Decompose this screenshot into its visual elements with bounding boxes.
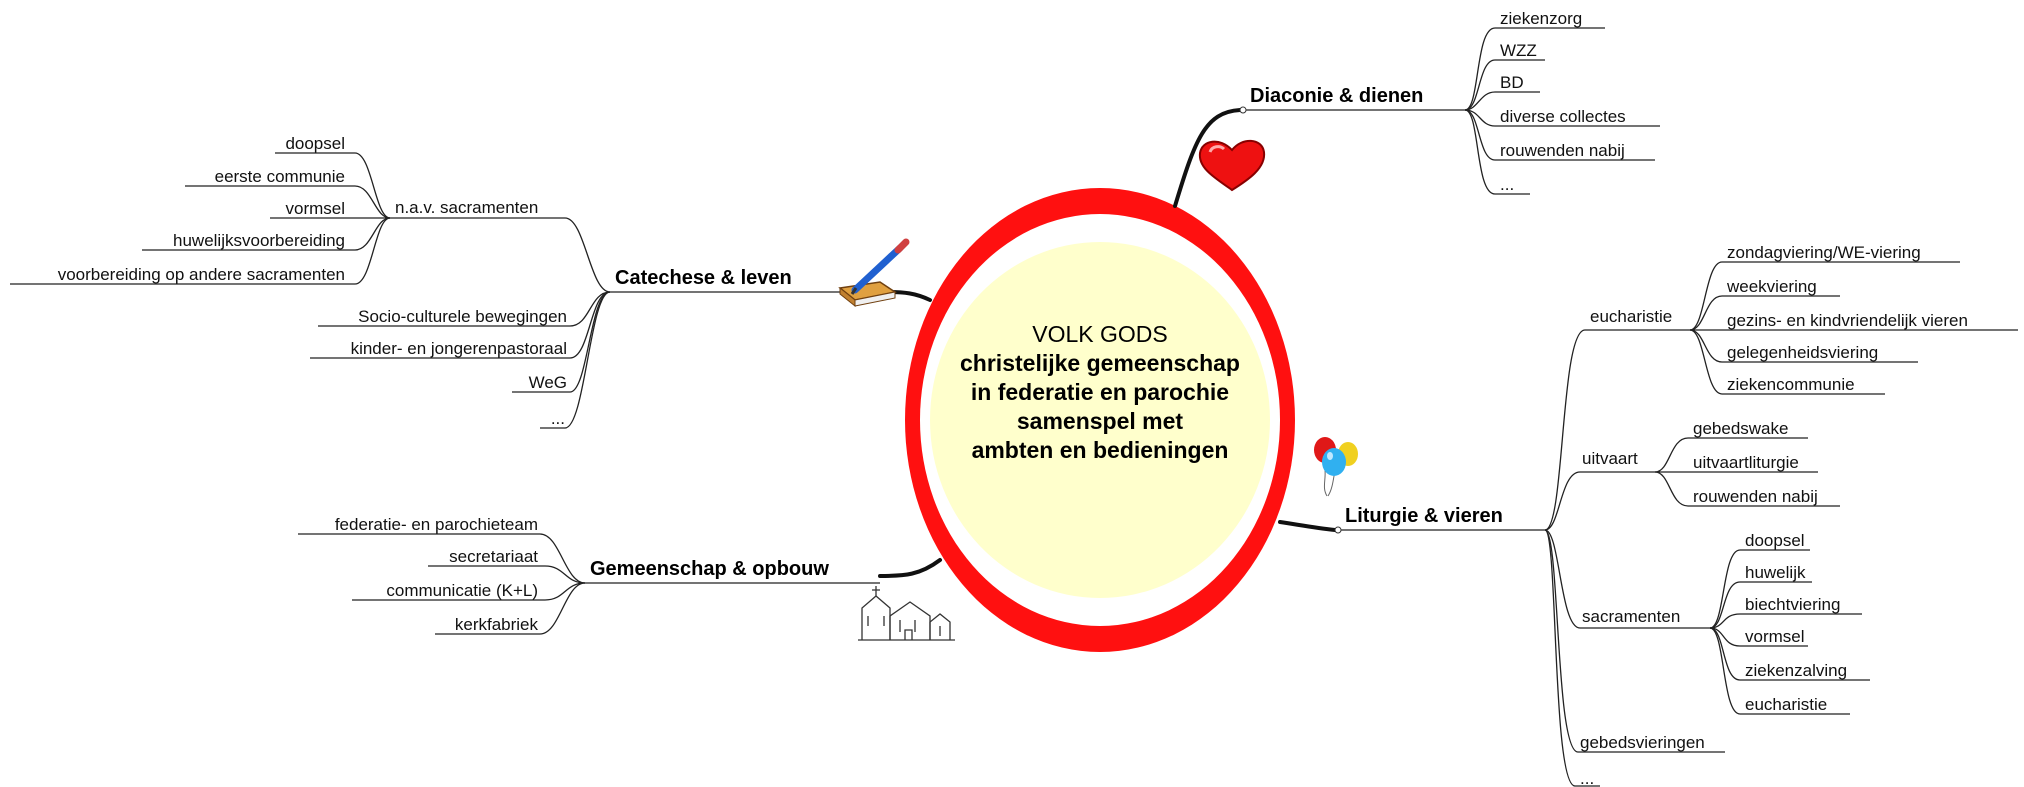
main-topic-gemeenschap[interactable]: Gemeenschap & opbouw — [590, 558, 829, 580]
eucharistie-item[interactable]: gezins- en kindvriendelijk vieren — [1727, 311, 1968, 330]
diaconie-item[interactable]: ... — [1500, 175, 1514, 194]
liturgie-sacrament-item[interactable]: ziekenzalving — [1745, 661, 1847, 680]
diaconie-item[interactable]: WZZ — [1500, 41, 1537, 60]
diaconie-item[interactable]: rouwenden nabij — [1500, 141, 1625, 160]
branch-liturgie: Liturgie & vieren eucharistie zondagvier… — [1334, 243, 2018, 787]
connector-gemeenschap — [878, 558, 942, 578]
connector-liturgie — [1278, 520, 1337, 532]
central-line-2: christelijke gemeenschap — [960, 350, 1240, 376]
eucharistie-item[interactable]: weekviering — [1726, 277, 1817, 296]
catechese-item[interactable]: kinder- en jongerenpastoraal — [351, 339, 567, 358]
nav-sacrament-item[interactable]: eerste communie — [215, 167, 345, 186]
main-topic-liturgie[interactable]: Liturgie & vieren — [1345, 505, 1503, 527]
liturgie-sacrament-item[interactable]: doopsel — [1745, 531, 1805, 550]
sub-topic-more[interactable]: ... — [1580, 769, 1594, 787]
diaconie-item[interactable]: BD — [1500, 73, 1524, 92]
catechese-item[interactable]: Socio-culturele bewegingen — [358, 307, 567, 326]
nav-sacrament-item[interactable]: voorbereiding op andere sacramenten — [58, 265, 345, 284]
sub-topic-nav-sacramenten[interactable]: n.a.v. sacramenten — [395, 198, 538, 217]
connector-diaconie — [1173, 108, 1242, 208]
eucharistie-item[interactable]: ziekencommunie — [1727, 375, 1855, 394]
diaconie-item[interactable]: ziekenzorg — [1500, 9, 1582, 28]
nav-sacrament-item[interactable]: vormsel — [285, 199, 345, 218]
catechese-item[interactable]: WeG — [529, 373, 567, 392]
nav-sacrament-item[interactable]: doopsel — [285, 134, 345, 153]
diaconie-item[interactable]: diverse collectes — [1500, 107, 1626, 126]
central-line-5: ambten en bedieningen — [972, 437, 1229, 463]
branch-gemeenschap: Gemeenschap & opbouw federatie- en paroc… — [298, 515, 880, 635]
catechese-item[interactable]: ... — [551, 409, 565, 428]
central-topic[interactable]: VOLK GODS christelijke gemeenschap in fe… — [905, 188, 1295, 652]
sub-topic-uitvaart[interactable]: uitvaart — [1582, 449, 1638, 468]
pencil-book-icon — [838, 238, 910, 308]
liturgie-sacrament-item[interactable]: vormsel — [1745, 627, 1805, 646]
gemeenschap-item[interactable]: federatie- en parochieteam — [335, 515, 538, 534]
central-line-3: in federatie en parochie — [971, 379, 1229, 405]
uitvaart-item[interactable]: uitvaartliturgie — [1693, 453, 1799, 472]
gemeenschap-item[interactable]: kerkfabriek — [455, 615, 539, 634]
eucharistie-item[interactable]: gelegenheidsviering — [1727, 343, 1878, 362]
gemeenschap-item[interactable]: communicatie (K+L) — [386, 581, 538, 600]
uitvaart-item[interactable]: rouwenden nabij — [1693, 487, 1818, 506]
liturgie-sacrament-item[interactable]: huwelijk — [1745, 563, 1806, 582]
branch-catechese: Catechese & leven n.a.v. sacramenten doo… — [10, 134, 885, 429]
liturgie-sacrament-item[interactable]: eucharistie — [1745, 695, 1827, 714]
main-topic-catechese[interactable]: Catechese & leven — [615, 267, 792, 289]
sub-topic-sacramenten[interactable]: sacramenten — [1582, 607, 1680, 626]
uitvaart-item[interactable]: gebedswake — [1693, 419, 1788, 438]
heart-icon — [1198, 139, 1266, 192]
central-line-4: samenspel met — [1017, 408, 1184, 434]
balloons-icon — [1314, 437, 1358, 497]
sub-topic-eucharistie[interactable]: eucharistie — [1590, 307, 1672, 326]
main-topic-diaconie[interactable]: Diaconie & dienen — [1250, 85, 1423, 107]
church-icon — [858, 586, 955, 641]
branch-diaconie: Diaconie & dienen ziekenzorg WZZ BD dive… — [1239, 9, 1660, 195]
central-fill — [930, 242, 1270, 598]
nav-sacrament-item[interactable]: huwelijksvoorbereiding — [173, 231, 345, 250]
liturgie-sacrament-item[interactable]: biechtviering — [1745, 595, 1840, 614]
central-line-1: VOLK GODS — [1032, 321, 1167, 347]
sub-topic-gebedsvieringen[interactable]: gebedsvieringen — [1580, 733, 1705, 752]
eucharistie-item[interactable]: zondagviering/WE-viering — [1727, 243, 1921, 262]
gemeenschap-item[interactable]: secretariaat — [449, 547, 538, 566]
